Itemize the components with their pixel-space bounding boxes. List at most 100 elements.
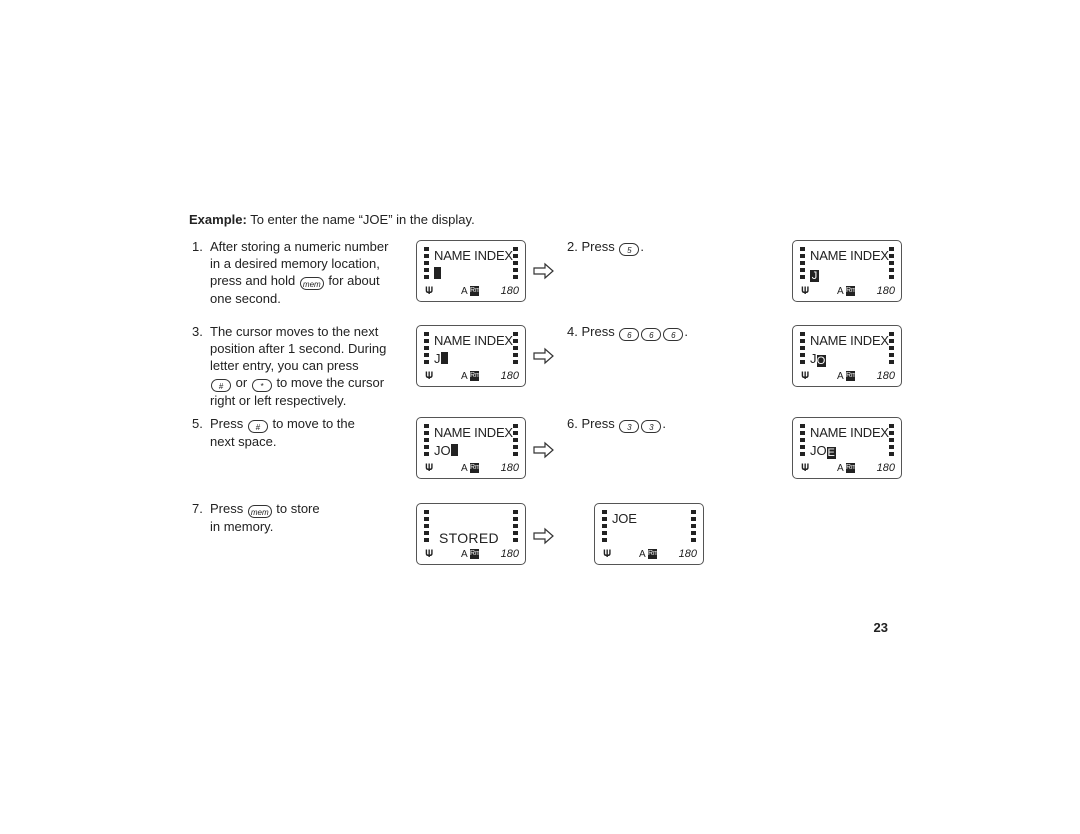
signal-bars-icon — [424, 332, 429, 364]
step-7: 7. Press mem to store in memory. — [192, 500, 402, 535]
step-text: Press mem to store — [210, 501, 320, 518]
lcd-status-bar: 𝚿 A Rm 180 — [425, 461, 519, 474]
signal-bars-icon — [424, 424, 429, 456]
lcd-display: NAME INDEX 𝚿 A Rm 180 — [416, 240, 526, 302]
antenna-icon: 𝚿 — [603, 549, 612, 560]
alpha-indicator: A — [837, 371, 844, 382]
intro-bold: Example: — [189, 212, 247, 227]
page-number: 23 — [873, 620, 888, 635]
intro-text: To enter the name “JOE” in the display. — [250, 212, 475, 227]
lcd-display: STORED 𝚿 A Rm 180 — [416, 503, 526, 565]
lcd-status-bar: 𝚿 A Rm 180 — [603, 547, 697, 560]
counter: 180 — [500, 548, 519, 560]
lcd-line-2: JOE — [810, 443, 836, 459]
roam-indicator: Rm — [846, 463, 857, 473]
roam-indicator: Rm — [470, 549, 481, 559]
lcd-line-2: J — [434, 351, 448, 366]
signal-bars-icon — [800, 332, 805, 364]
three-key-icon: 3 — [619, 420, 640, 433]
alpha-indicator: A — [639, 549, 646, 560]
right-arrow-icon — [533, 262, 554, 280]
lcd-display: NAME INDEX JO 𝚿 A Rm 180 — [416, 417, 526, 479]
roam-indicator: Rm — [470, 286, 481, 296]
cursor-char: E — [826, 447, 836, 459]
step-text: in memory. — [210, 519, 274, 534]
signal-bars-icon — [800, 424, 805, 456]
lcd-status-bar: 𝚿 A Rm 180 — [425, 369, 519, 382]
lcd-line-1: NAME INDEX — [434, 425, 513, 440]
alpha-indicator: A — [461, 286, 468, 297]
battery-bars-icon — [889, 332, 894, 364]
right-arrow-icon — [533, 527, 554, 545]
lcd-line-2: J — [810, 266, 819, 282]
cursor-char: O — [816, 355, 826, 367]
step-text: one second. — [210, 291, 281, 306]
five-key-icon: 5 — [619, 243, 640, 256]
lcd-display: NAME INDEX J 𝚿 A Rm 180 — [416, 325, 526, 387]
lcd-line-1: NAME INDEX — [434, 248, 513, 263]
antenna-icon: 𝚿 — [425, 286, 434, 297]
counter: 180 — [876, 462, 895, 474]
intro-line: Example: To enter the name “JOE” in the … — [189, 212, 475, 227]
step-number: 7. — [192, 501, 203, 516]
lcd-display: NAME INDEX JO 𝚿 A Rm 180 — [792, 325, 902, 387]
step-text: right or left respectively. — [210, 393, 347, 408]
signal-bars-icon — [602, 510, 607, 542]
roam-indicator: Rm — [648, 549, 659, 559]
step-5: 5. Press # to move to the next space. — [192, 415, 402, 450]
lcd-display: NAME INDEX JOE 𝚿 A Rm 180 — [792, 417, 902, 479]
lcd-line-1: NAME INDEX — [810, 248, 889, 263]
step-text: next space. — [210, 434, 277, 449]
step-text: The cursor moves to the next — [210, 324, 379, 339]
alpha-indicator: A — [837, 286, 844, 297]
step-number: 5. — [192, 416, 203, 431]
star-key-icon: * — [251, 379, 272, 392]
roam-indicator: Rm — [470, 463, 481, 473]
step-2: 2. Press 5. — [567, 239, 644, 256]
three-key-icon: 3 — [641, 420, 662, 433]
step-number: 1. — [192, 239, 203, 254]
lcd-line-1: JOE — [612, 511, 637, 526]
roam-indicator: Rm — [846, 286, 857, 296]
lcd-display: NAME INDEX J 𝚿 A Rm 180 — [792, 240, 902, 302]
counter: 180 — [876, 370, 895, 382]
counter: 180 — [876, 285, 895, 297]
lcd-line-2: JO — [810, 351, 826, 367]
six-key-icon: 6 — [663, 328, 684, 341]
lcd-line-2: JO — [434, 443, 458, 458]
antenna-icon: 𝚿 — [801, 371, 810, 382]
mem-key-icon: mem — [299, 277, 324, 290]
lcd-stored-text: STORED — [439, 530, 499, 546]
battery-bars-icon — [691, 510, 696, 542]
step-text: in a desired memory location, — [210, 256, 380, 271]
lcd-status-bar: 𝚿 A Rm 180 — [425, 547, 519, 560]
counter: 180 — [500, 285, 519, 297]
step-text: position after 1 second. During — [210, 341, 387, 356]
hash-key-icon: # — [211, 379, 231, 392]
lcd-status-bar: 𝚿 A Rm 180 — [425, 284, 519, 297]
cursor-icon — [450, 444, 458, 456]
battery-bars-icon — [513, 332, 518, 364]
cursor-icon — [440, 352, 448, 364]
antenna-icon: 𝚿 — [801, 463, 810, 474]
step-text: # or * to move the cursor — [210, 374, 407, 392]
roam-indicator: Rm — [846, 371, 857, 381]
step-3: 3. The cursor moves to the next position… — [192, 323, 407, 409]
counter: 180 — [500, 462, 519, 474]
signal-bars-icon — [424, 247, 429, 279]
lcd-display: JOE 𝚿 A Rm 180 — [594, 503, 704, 565]
antenna-icon: 𝚿 — [425, 371, 434, 382]
lcd-status-bar: 𝚿 A Rm 180 — [801, 369, 895, 382]
hash-key-icon: # — [247, 420, 268, 433]
alpha-indicator: A — [461, 463, 468, 474]
step-1: 1. After storing a numeric number in a d… — [192, 238, 402, 307]
counter: 180 — [678, 548, 697, 560]
antenna-icon: 𝚿 — [801, 286, 810, 297]
cursor-icon — [434, 267, 441, 279]
lcd-line-1: NAME INDEX — [810, 333, 889, 348]
antenna-icon: 𝚿 — [425, 549, 434, 560]
signal-bars-icon — [800, 247, 805, 279]
step-number: 3. — [192, 324, 203, 339]
lcd-line-1: NAME INDEX — [434, 333, 513, 348]
